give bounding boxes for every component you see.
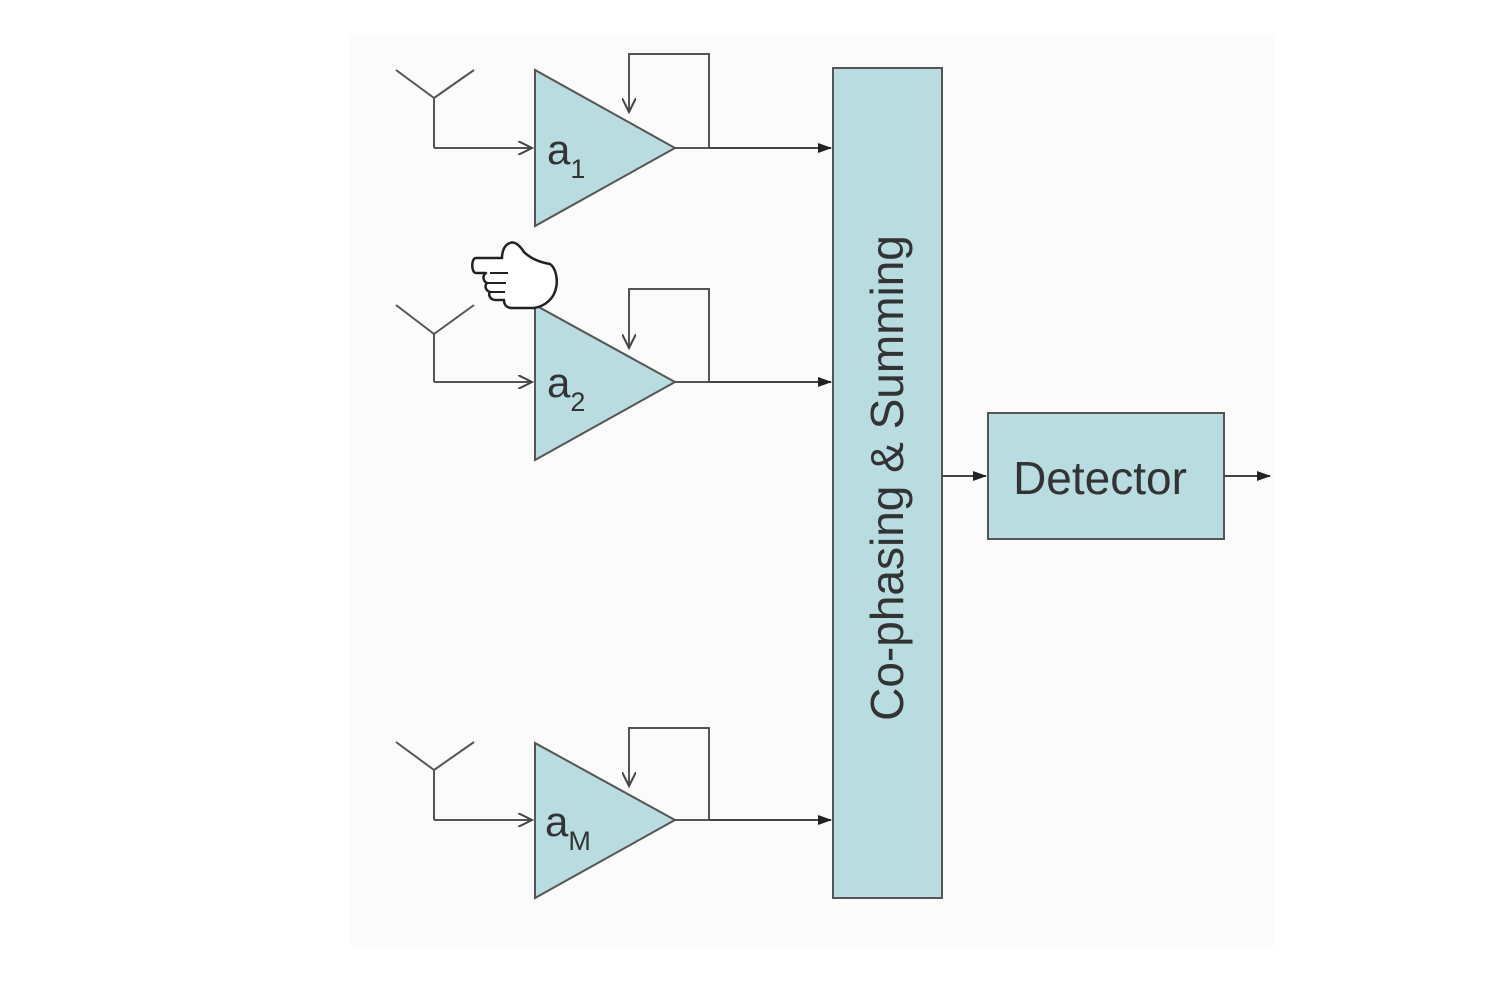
detector-block: Detector <box>987 412 1225 540</box>
feedback-loop <box>629 288 710 383</box>
gain-label: a1 <box>547 126 585 184</box>
antenna-icon <box>395 69 475 148</box>
amplifier-triangle <box>534 303 678 462</box>
pointing-hand-icon <box>471 241 558 310</box>
feedback-loop <box>629 53 710 149</box>
feedback-loop <box>629 727 710 821</box>
amplifier-triangle <box>534 68 678 228</box>
antenna-icon <box>395 304 475 382</box>
gain-label: a2 <box>547 359 585 417</box>
antenna-icon <box>395 741 475 820</box>
co-phasing-summing-block: Co-phasing & Summing <box>832 67 943 899</box>
combiner-label: Co-phasing & Summing <box>861 235 913 721</box>
amplifier-triangle <box>534 741 678 900</box>
gain-label: aM <box>545 798 591 856</box>
branch-m: aM <box>395 727 832 900</box>
branch-2: a2 <box>395 288 832 462</box>
branch-1: a1 <box>395 53 832 228</box>
detector-label: Detector <box>1013 452 1187 504</box>
